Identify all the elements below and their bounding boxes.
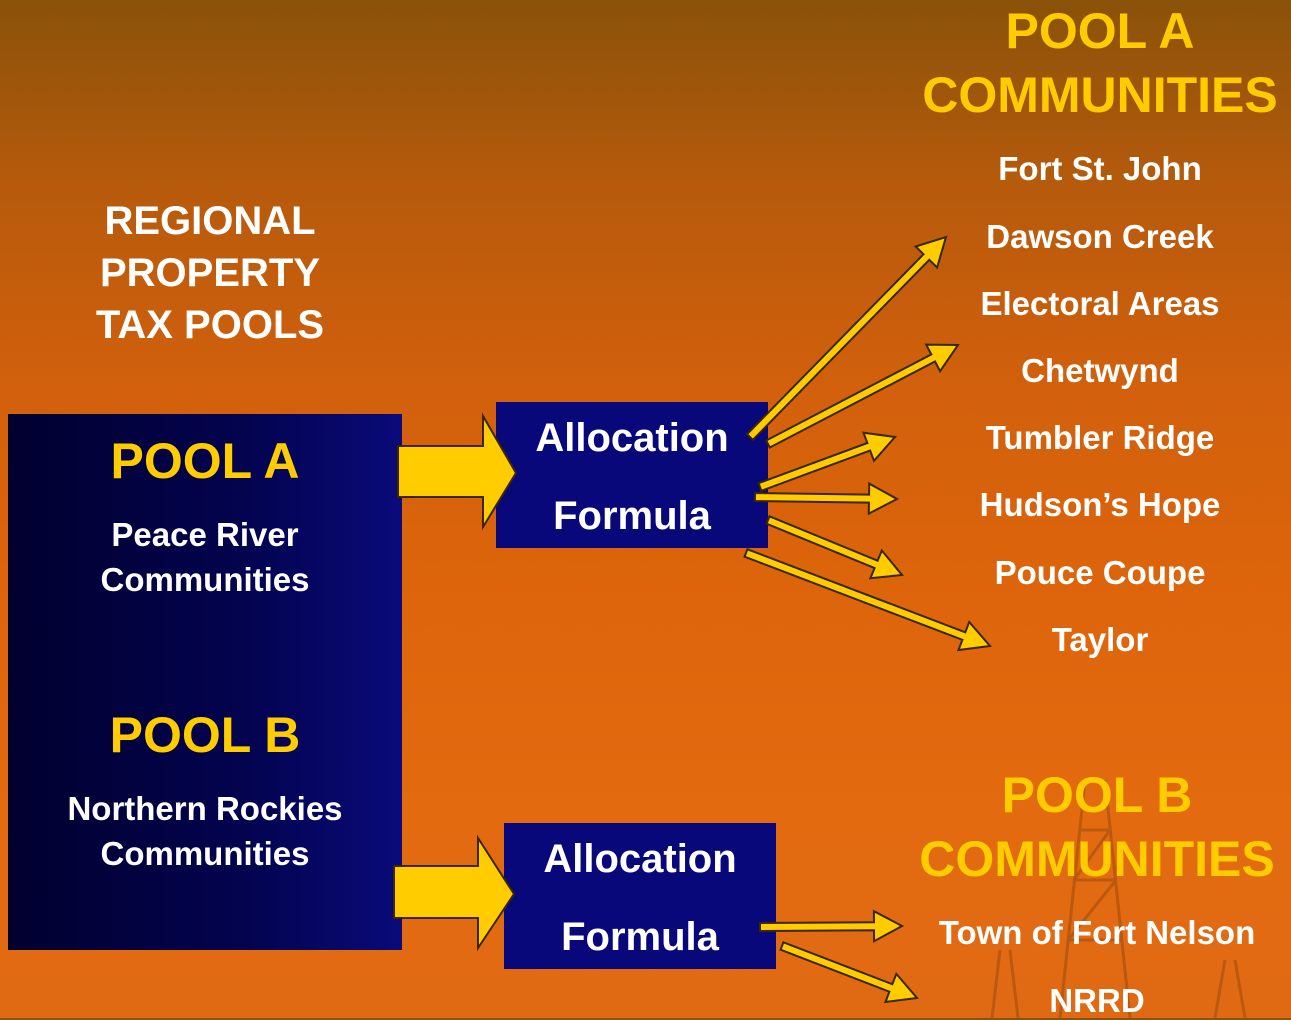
title-line: TAX POOLS xyxy=(95,303,325,347)
distribution-arrow xyxy=(759,909,905,943)
pool-b-to-formula-arrow xyxy=(393,834,516,952)
community-item: Hudson’s Hope xyxy=(979,486,1221,523)
distribution-arrow xyxy=(745,235,948,442)
title-line: REGIONAL xyxy=(104,199,316,243)
community-item: Tumbler Ridge xyxy=(985,419,1215,456)
pool-b-communities-heading: COMMUNITIES xyxy=(919,831,1275,887)
community-item: Fort St. John xyxy=(998,150,1202,187)
distribution-arrow xyxy=(779,941,919,1004)
community-item: Chetwynd xyxy=(1021,352,1179,389)
pool-a-communities-heading: COMMUNITIES xyxy=(922,67,1278,123)
community-item: Electoral Areas xyxy=(980,285,1220,322)
community-item: Dawson Creek xyxy=(986,218,1214,255)
formula-label: Allocation xyxy=(543,837,737,881)
allocation-formula-a: Allocation Formula xyxy=(496,402,768,548)
pool-a-communities-heading: POOL A xyxy=(1005,3,1195,59)
pools-panel xyxy=(8,414,402,950)
formula-label: Allocation xyxy=(535,416,729,460)
pool-b-description: Communities xyxy=(100,835,310,872)
pool-b-description: Northern Rockies xyxy=(67,790,343,827)
pool-a-to-formula-arrow xyxy=(397,412,518,531)
distribution-arrow xyxy=(757,431,897,493)
formula-label: Formula xyxy=(553,494,711,538)
allocation-formula-b: Allocation Formula xyxy=(504,823,776,969)
community-item: Taylor xyxy=(1051,621,1149,658)
pool-a-heading: POOL A xyxy=(110,433,300,489)
pool-a-description: Peace River xyxy=(111,516,299,553)
community-item: Town of Fort Nelson xyxy=(938,914,1256,951)
pool-b-heading: POOL B xyxy=(109,707,301,763)
distribution-arrow xyxy=(765,514,904,580)
distribution-arrow xyxy=(764,343,960,449)
pool-a-description: Communities xyxy=(100,561,310,598)
distribution-arrow xyxy=(743,548,992,652)
distribution-arrow xyxy=(753,481,900,516)
pool-b-communities-heading: POOL B xyxy=(1001,767,1193,823)
title-line: PROPERTY xyxy=(99,251,321,295)
formula-label: Formula xyxy=(561,915,719,959)
community-item: Pouce Coupe xyxy=(994,554,1206,591)
community-item: NRRD xyxy=(1049,982,1145,1019)
